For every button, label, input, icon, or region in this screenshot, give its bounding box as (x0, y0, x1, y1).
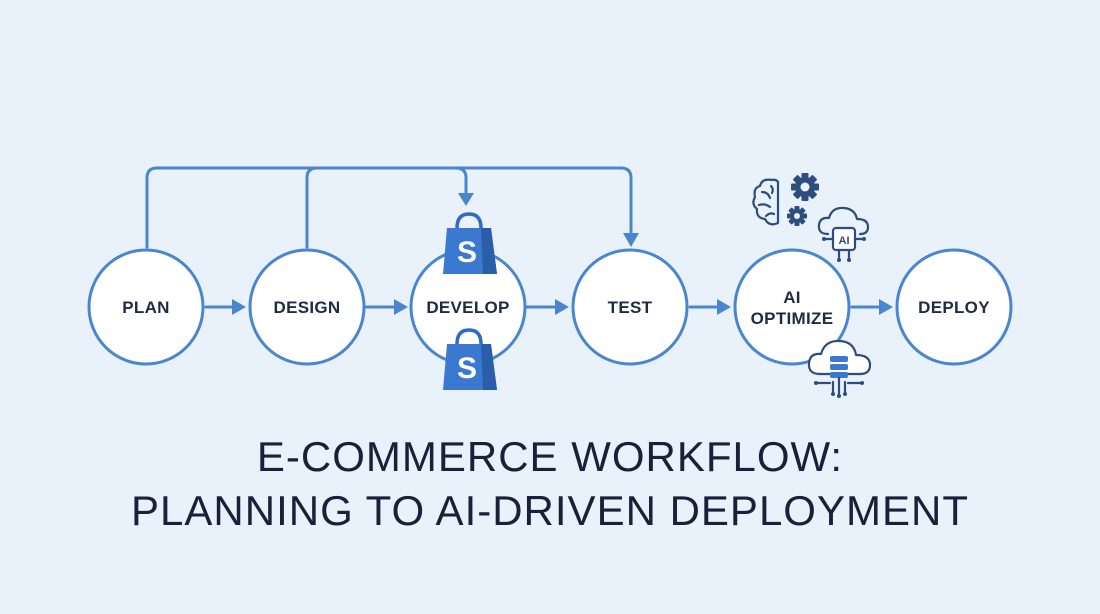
diagram-title-line-1: E-COMMERCE WORKFLOW: (256, 433, 844, 480)
arrow-test-to-ai-optimize (688, 299, 731, 315)
arrowhead-into-develop (458, 193, 474, 206)
step-label-design: DESIGN (274, 298, 341, 317)
feedback-connector-plan-to-test (145, 166, 633, 249)
arrow-plan-to-design (204, 299, 246, 315)
arrowhead-into-test (623, 233, 639, 247)
arrow-ai-optimize-to-deploy (850, 299, 893, 315)
step-label-test: TEST (608, 298, 653, 317)
feedback-connector-design-to-develop (305, 166, 468, 249)
shopify-bag-icon: S (443, 328, 497, 390)
step-label-develop: DEVELOP (426, 298, 509, 317)
shopify-glyph: S (457, 352, 477, 385)
shopify-glyph: S (457, 236, 477, 269)
step-deploy: DEPLOY (895, 248, 1013, 366)
step-label-deploy: DEPLOY (918, 298, 990, 317)
chip-label: AI (839, 235, 850, 247)
step-design: DESIGN (248, 248, 366, 366)
gear-icon (787, 206, 807, 226)
arrow-design-to-develop (364, 299, 408, 315)
gear-icon (791, 173, 819, 201)
shopify-bag-icon: S (443, 212, 497, 274)
brain-icon (752, 178, 780, 226)
arrow-develop-to-test (524, 299, 569, 315)
step-label-plan: PLAN (122, 298, 169, 317)
step-plan: PLAN (87, 248, 205, 366)
step-test: TEST (571, 248, 689, 366)
diagram-title-line-2: PLANNING TO AI-DRIVEN DEPLOYMENT (131, 487, 969, 534)
cloud-ai-chip-icon: AI (817, 206, 870, 262)
cloud-database-icon (807, 339, 872, 398)
